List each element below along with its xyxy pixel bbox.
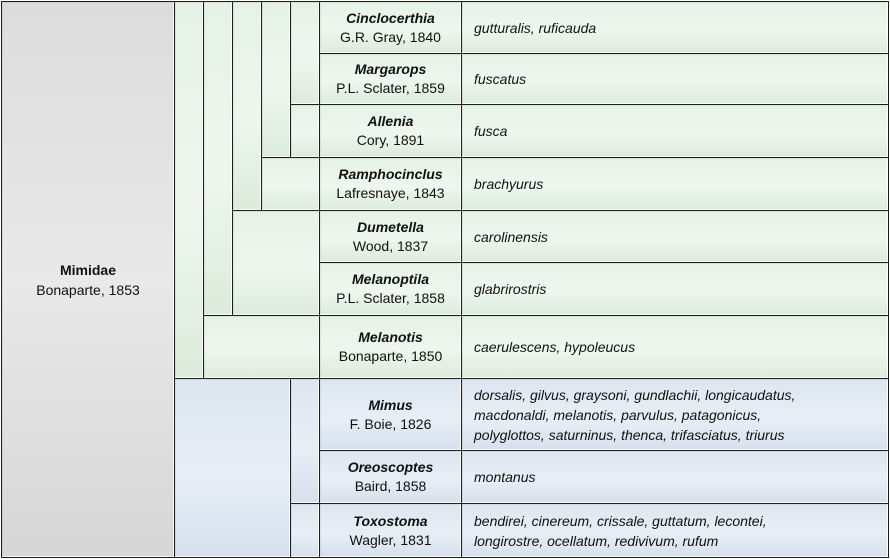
genus-name: Mimus <box>368 396 413 413</box>
species-cell: montanus <box>461 450 889 504</box>
genus-cell: Margarops P.L. Sclater, 1859 <box>319 53 462 105</box>
species-list: brachyurus <box>474 176 544 192</box>
species-list: montanus <box>474 469 536 485</box>
clade-bracket <box>290 378 320 504</box>
family-authority: Bonaparte, 1853 <box>36 281 140 298</box>
species-list: fusca <box>474 123 508 139</box>
species-list: glabrirostris <box>474 281 547 297</box>
clade-bracket <box>290 104 320 158</box>
species-list: fuscatus <box>474 71 527 87</box>
genus-authority: P.L. Sclater, 1859 <box>336 80 445 96</box>
genus-cell: Melanoptila P.L. Sclater, 1858 <box>319 262 462 316</box>
genus-name: Toxostoma <box>353 512 428 529</box>
species-cell: bendirei, cinereum, crissale, guttatum, … <box>461 503 889 558</box>
genus-authority: P.L. Sclater, 1858 <box>336 290 445 306</box>
species-cell: brachyurus <box>461 157 889 211</box>
family-cell: Mimidae Bonaparte, 1853 <box>1 1 175 558</box>
genus-authority: Wood, 1837 <box>352 237 429 254</box>
species-cell: fuscatus <box>461 53 889 105</box>
clade-bracket <box>232 1 262 211</box>
genus-authority: Baird, 1858 <box>354 478 427 494</box>
clade-bracket <box>232 210 320 316</box>
genus-cell: Allenia Cory, 1891 <box>319 104 462 158</box>
species-list: dorsalis, gilvus, graysoni, gundlachii, … <box>474 386 796 443</box>
clade-bracket <box>261 157 320 211</box>
species-list: gutturalis, ruficauda <box>474 19 597 36</box>
genus-name: Melanotis <box>358 329 423 345</box>
genus-authority: Lafresnaye, 1843 <box>336 185 445 201</box>
family-name: Mimidae <box>59 261 116 278</box>
species-list: carolinensis <box>474 228 548 245</box>
clade-bracket <box>203 315 320 379</box>
species-cell: glabrirostris <box>461 262 889 316</box>
genus-cell: Dumetella Wood, 1837 <box>319 210 462 263</box>
species-cell: fusca <box>461 104 889 158</box>
species-list: caerulescens, hypoleucus <box>474 339 636 355</box>
genus-cell: Melanotis Bonaparte, 1850 <box>319 315 462 379</box>
clade-bracket <box>174 1 204 379</box>
genus-cell: Oreoscoptes Baird, 1858 <box>319 450 462 504</box>
genus-cell: Cinclocerthia G.R. Gray, 1840 <box>319 1 462 54</box>
genus-name: Margarops <box>354 61 427 77</box>
species-cell: carolinensis <box>461 210 889 263</box>
clade-bracket <box>203 1 233 316</box>
genus-authority: Bonaparte, 1850 <box>338 348 443 364</box>
genus-name: Ramphocinclus <box>338 166 443 182</box>
genus-name: Dumetella <box>357 218 424 235</box>
genus-authority: Wagler, 1831 <box>349 531 432 548</box>
species-cell: caerulescens, hypoleucus <box>461 315 889 379</box>
genus-authority: G.R. Gray, 1840 <box>340 28 441 45</box>
species-cell: gutturalis, ruficauda <box>461 1 889 54</box>
genus-cell: Toxostoma Wagler, 1831 <box>319 503 462 558</box>
genus-authority: Cory, 1891 <box>356 132 425 148</box>
clade-bracket <box>290 503 320 558</box>
genus-authority: F. Boie, 1826 <box>349 415 432 432</box>
species-cell: dorsalis, gilvus, graysoni, gundlachii, … <box>461 378 889 451</box>
species-list: bendirei, cinereum, crissale, guttatum, … <box>474 512 767 549</box>
clade-bracket <box>290 1 320 105</box>
genus-cell: Ramphocinclus Lafresnaye, 1843 <box>319 157 462 211</box>
clade-bracket <box>174 378 291 558</box>
genus-name: Oreoscoptes <box>347 459 434 475</box>
clade-bracket <box>261 1 291 158</box>
genus-cell: Mimus F. Boie, 1826 <box>319 378 462 451</box>
genus-name: Cinclocerthia <box>346 9 435 26</box>
genus-name: Allenia <box>367 113 414 129</box>
genus-name: Melanoptila <box>351 271 429 287</box>
